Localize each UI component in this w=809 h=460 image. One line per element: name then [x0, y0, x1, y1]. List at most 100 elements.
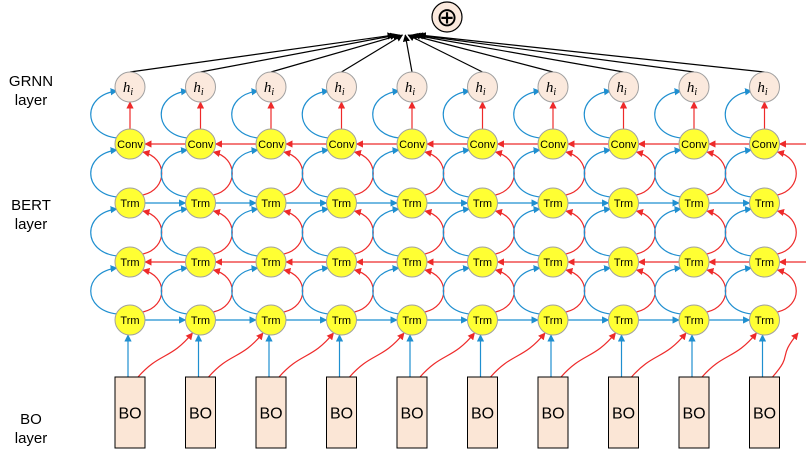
hidden-node-label: hi — [546, 80, 557, 98]
cross-arrow — [635, 150, 656, 196]
conv-node-circle — [114, 128, 146, 160]
skip-arrow — [231, 265, 259, 315]
bert-layer-label: BERT layer — [0, 196, 62, 234]
hidden-node: hi — [326, 71, 357, 103]
skip-arrow — [90, 147, 118, 198]
hidden-node-subscript: i — [342, 87, 345, 98]
trm-node-circle — [185, 304, 216, 336]
hidden-node-subscript: i — [765, 87, 768, 98]
hidden-node-subscript: i — [130, 87, 133, 98]
hidden-node-label: hi — [123, 80, 134, 98]
bert-layer-label-line2: layer — [14, 216, 48, 233]
bo-node: BO — [467, 376, 498, 449]
trm-node-circle — [467, 246, 498, 278]
conv-node: Conv — [678, 128, 710, 160]
trm-node-circle — [467, 187, 498, 219]
cross-arrow — [494, 268, 515, 313]
conv-node: Conv — [255, 128, 287, 160]
cross-arrow — [353, 209, 374, 255]
bo-box — [537, 376, 569, 449]
skip-arrow — [90, 88, 118, 139]
trm-node-label: Trm — [614, 315, 633, 327]
trm-node: Trm — [114, 187, 146, 219]
trm-node: Trm — [678, 246, 710, 278]
bo-label: BO — [612, 406, 635, 423]
arrow-layer — [90, 32, 806, 378]
cross-arrow — [212, 150, 233, 196]
conv-node-label: Conv — [399, 139, 425, 151]
conv-node-circle — [396, 128, 428, 160]
cross-arrow — [494, 209, 515, 255]
cross-arrow — [353, 150, 374, 196]
bo-cross-arrow — [701, 332, 757, 378]
trm-node-label: Trm — [684, 257, 703, 269]
skip-arrow — [513, 88, 541, 139]
conv-node-label: Conv — [611, 139, 637, 151]
hidden-node-subscript: i — [412, 87, 415, 98]
trm-node-circle — [537, 246, 569, 278]
trm-node-circle — [255, 304, 287, 336]
trm-node-circle — [185, 246, 216, 278]
hidden-node-circle — [255, 71, 287, 103]
trm-node-circle — [678, 246, 710, 278]
bo-node: BO — [678, 376, 710, 449]
trm-node-label: Trm — [261, 257, 280, 269]
hidden-node: hi — [678, 71, 710, 103]
trm-node-circle — [396, 304, 428, 336]
aggregate-arrow — [402, 34, 413, 73]
bo-node: BO — [537, 376, 569, 449]
trm-node: Trm — [678, 187, 710, 219]
trm-node-label: Trm — [543, 198, 562, 210]
trm-node-circle — [326, 187, 357, 219]
cross-arrow — [776, 150, 797, 196]
trm-node: Trm — [255, 187, 287, 219]
conv-node: Conv — [467, 128, 498, 160]
conv-node: Conv — [326, 128, 357, 160]
conv-node-label: Conv — [329, 139, 355, 151]
cross-arrow — [706, 150, 727, 196]
bo-label: BO — [118, 406, 141, 423]
trm-node-label: Trm — [543, 315, 562, 327]
trm-node: Trm — [608, 304, 639, 336]
bo-cross-arrow — [560, 332, 616, 378]
skip-arrow — [301, 88, 330, 139]
cross-arrow — [776, 209, 797, 255]
trm-node-label: Trm — [543, 257, 562, 269]
skip-arrow — [160, 265, 189, 315]
bo-box — [396, 376, 428, 449]
conv-node-label: Conv — [540, 139, 566, 151]
skip-arrow — [513, 147, 541, 198]
skip-arrow — [231, 147, 259, 198]
trm-node-circle — [114, 187, 146, 219]
bo-box — [185, 376, 216, 449]
cross-arrow — [142, 209, 163, 255]
trm-node: Trm — [185, 246, 216, 278]
trm-node: Trm — [749, 246, 780, 278]
trm-node: Trm — [537, 187, 569, 219]
hidden-node-subscript: i — [201, 87, 204, 98]
trm-node-label: Trm — [120, 315, 139, 327]
skip-arrow — [372, 88, 400, 139]
trm-node-circle — [749, 246, 780, 278]
trm-node-label: Trm — [332, 257, 351, 269]
hidden-node-circle — [114, 71, 146, 103]
skip-arrow — [442, 88, 471, 139]
bo-label: BO — [330, 406, 353, 423]
cross-arrow — [494, 150, 515, 196]
bo-layer-label-line1: BO — [20, 411, 42, 428]
hidden-node-subscript: i — [271, 87, 274, 98]
conv-node: Conv — [114, 128, 146, 160]
trm-node: Trm — [255, 246, 287, 278]
hidden-node-circle — [678, 71, 710, 103]
skip-arrow — [160, 206, 189, 257]
conv-node: Conv — [537, 128, 569, 160]
hidden-node: hi — [396, 71, 428, 103]
aggregate-arrow — [407, 34, 483, 73]
trm-node: Trm — [608, 187, 639, 219]
aggregate-arrow — [418, 32, 765, 73]
hidden-node-circle — [749, 71, 780, 103]
hidden-node-circle — [396, 71, 428, 103]
bo-label: BO — [189, 406, 212, 423]
cross-arrow — [776, 268, 797, 313]
trm-node: Trm — [537, 246, 569, 278]
